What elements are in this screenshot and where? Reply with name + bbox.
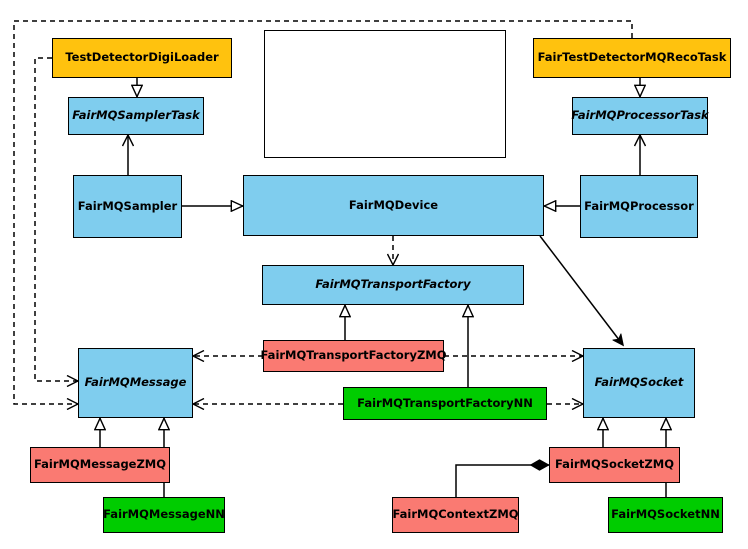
class-node-fairmqtransportfactory[interactable]: FairMQTransportFactory <box>262 265 524 305</box>
class-label: FairMQSamplerTask <box>72 108 200 123</box>
class-node-fairmqmessagenn[interactable]: FairMQMessageNN <box>103 497 225 533</box>
class-node-fairmqprocessortask[interactable]: FairMQProcessorTask <box>571 97 709 135</box>
class-label: FairMQSocket <box>594 375 684 390</box>
class-label: FairMQProcessorTask <box>571 108 709 123</box>
class-label: FairMQTransportFactoryZMQ <box>260 348 447 363</box>
class-label: FairMQTransportFactory <box>315 277 471 292</box>
legend-container <box>264 30 506 158</box>
class-node-fairmqmessage[interactable]: FairMQMessage <box>78 348 193 418</box>
class-label: FairMQSocketZMQ <box>555 457 674 472</box>
class-node-fairmqprocessor[interactable]: FairMQProcessor <box>580 175 698 238</box>
class-node-fairmqtransportfactoryzmq[interactable]: FairMQTransportFactoryZMQ <box>260 340 447 372</box>
class-node-fairmqsampler[interactable]: FairMQSampler <box>73 175 182 238</box>
class-node-fairmqdevice[interactable]: FairMQDevice <box>243 175 544 236</box>
class-node-fairmqsocketnn[interactable]: FairMQSocketNN <box>608 497 723 533</box>
class-node-fairmqcontextzmq[interactable]: FairMQContextZMQ <box>392 497 519 533</box>
class-node-testdetectordigiloader[interactable]: TestDetectorDigiLoader <box>52 38 232 78</box>
class-label: FairMQMessageZMQ <box>33 457 167 472</box>
edge-contextzmq-socketzmq <box>455 465 549 497</box>
class-label: FairMQSampler <box>77 198 178 213</box>
class-label: FairMQDevice <box>348 197 439 212</box>
class-label: FairMQMessage <box>84 375 187 390</box>
class-label: FairMQProcessor <box>584 198 694 213</box>
class-node-fairtestdetectormqrecotask[interactable]: FairTestDetectorMQRecoTask <box>533 38 731 78</box>
class-label: FairMQTransportFactoryNN <box>357 395 533 410</box>
class-node-fairmqsocketzmq[interactable]: FairMQSocketZMQ <box>549 447 680 483</box>
class-node-fairmqmessagezmq[interactable]: FairMQMessageZMQ <box>30 447 170 483</box>
class-label: FairTestDetectorMQRecoTask <box>537 50 727 65</box>
edge-device-socket <box>539 235 623 345</box>
class-label: FairMQSocketNN <box>611 507 720 522</box>
class-node-fairmqsamplertask[interactable]: FairMQSamplerTask <box>68 97 204 135</box>
class-node-fairmqsocket[interactable]: FairMQSocket <box>583 348 695 418</box>
class-node-fairmqtransportfactorynn[interactable]: FairMQTransportFactoryNN <box>343 387 547 420</box>
class-label: FairMQContextZMQ <box>392 507 519 522</box>
class-label: FairMQMessageNN <box>103 507 225 522</box>
class-label: TestDetectorDigiLoader <box>65 50 219 65</box>
